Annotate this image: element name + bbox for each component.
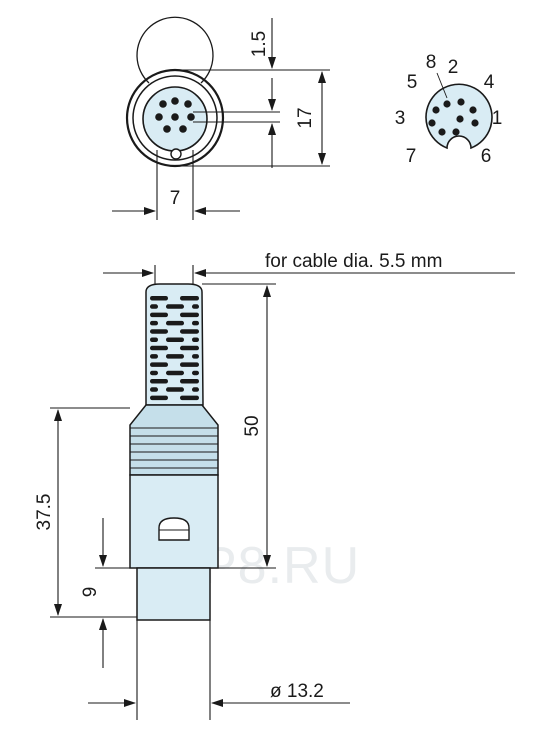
pin-label-4: 4 — [484, 72, 495, 93]
pin-dot-6 — [452, 128, 460, 136]
dim-front-height: 17 — [295, 71, 326, 165]
pin-dot-1 — [471, 119, 479, 127]
pin-label-2: 2 — [448, 57, 459, 78]
strain-relief-slot — [180, 312, 199, 318]
front-pin — [179, 125, 187, 133]
pin-label-8: 8 — [426, 52, 437, 73]
pin-dot-5 — [432, 106, 440, 114]
strain-relief-slot — [166, 354, 184, 359]
dim-body-length: 37.5 — [34, 409, 62, 616]
strain-relief-slot — [192, 387, 199, 392]
dim-plug-length: 9 — [80, 518, 107, 668]
strain-relief-slot — [150, 395, 168, 401]
side-extension-lines — [50, 265, 276, 720]
dim-front-width: 7 — [112, 188, 240, 215]
dim-top-offset-label: 1.5 — [249, 31, 270, 57]
pin-dot-center — [456, 115, 464, 123]
front-extension-lines — [156, 69, 330, 220]
strain-relief-slots — [150, 296, 199, 401]
pin-diagram-pins — [428, 98, 479, 136]
key-bump — [158, 517, 190, 541]
pin-label-3: 3 — [395, 108, 406, 129]
strain-relief-slot — [150, 362, 168, 367]
side-view — [129, 283, 219, 621]
strain-relief-slot — [166, 304, 184, 309]
pin-label-6: 6 — [481, 146, 492, 167]
front-pin — [171, 97, 179, 105]
pin-8-leader — [436, 72, 448, 99]
strain-relief-slot — [150, 296, 168, 301]
strain-relief-slot — [192, 354, 199, 359]
strain-relief-slot — [192, 320, 199, 326]
pin-dot-7 — [438, 128, 446, 136]
dim-plug-length-label: 9 — [80, 587, 101, 598]
strain-relief-slot — [192, 370, 199, 376]
strain-relief-slot — [192, 304, 199, 309]
dim-front-width-label: 7 — [170, 188, 181, 209]
strain-relief-slot — [150, 370, 158, 376]
pin-label-5: 5 — [407, 72, 418, 93]
dim-body-length-label: 37.5 — [34, 494, 55, 531]
strain-relief-slot — [150, 304, 158, 309]
dim-overall-length-label: 50 — [242, 415, 263, 436]
strain-relief-slot — [150, 329, 168, 334]
pin-dot-2 — [457, 98, 465, 106]
pin-label-1: 1 — [492, 108, 503, 129]
grip-shoulder — [129, 404, 219, 476]
strain-relief-slot — [192, 337, 199, 342]
front-key-notch — [170, 148, 182, 160]
front-inner-arc — [136, 16, 214, 84]
front-view — [125, 16, 330, 220]
strain-relief-slot — [180, 296, 199, 301]
pin-label-7: 7 — [406, 146, 417, 167]
strain-relief-slot — [180, 345, 199, 351]
strain-relief-slot — [180, 379, 199, 384]
pin-diagram: 8 2 5 4 3 1 7 6 — [395, 52, 503, 167]
strain-relief-slot — [150, 320, 158, 326]
front-pin — [187, 113, 195, 121]
dim-overall-length: 50 — [242, 285, 271, 567]
pin-dot-3 — [428, 119, 436, 127]
dim-front-height-label: 17 — [295, 107, 316, 128]
pin-dot-4 — [469, 106, 477, 114]
strain-relief-slot — [166, 370, 184, 376]
cable-callout-label: for cable dia. 5.5 mm — [265, 251, 442, 272]
strain-relief-slot — [180, 362, 199, 367]
strain-relief-slot — [180, 395, 199, 401]
dim-diameter-label: ø 13.2 — [270, 681, 324, 702]
front-pins — [155, 97, 195, 133]
plug-sleeve — [136, 567, 211, 621]
strain-relief-slot — [150, 354, 158, 359]
strain-relief-slot — [150, 337, 158, 342]
strain-relief-slot — [166, 387, 184, 392]
front-pin — [159, 100, 167, 108]
front-pin — [155, 113, 163, 121]
strain-relief-slot — [150, 379, 168, 384]
dim-cable-diameter: for cable dia. 5.5 mm — [103, 251, 515, 277]
strain-relief-slot — [166, 320, 184, 326]
strain-relief-slot — [150, 345, 168, 351]
front-pin — [184, 100, 192, 108]
strain-relief-slot — [150, 387, 158, 392]
dim-top-offset: 1.5 — [249, 18, 276, 168]
strain-relief — [145, 283, 204, 406]
front-pin — [163, 125, 171, 133]
front-pin — [171, 113, 179, 121]
grip-ribs — [130, 427, 218, 469]
dim-diameter: ø 13.2 — [88, 681, 350, 707]
strain-relief-slot — [180, 329, 199, 334]
strain-relief-slot — [150, 312, 168, 318]
pin-dot-8 — [443, 100, 451, 108]
strain-relief-slot — [166, 337, 184, 342]
